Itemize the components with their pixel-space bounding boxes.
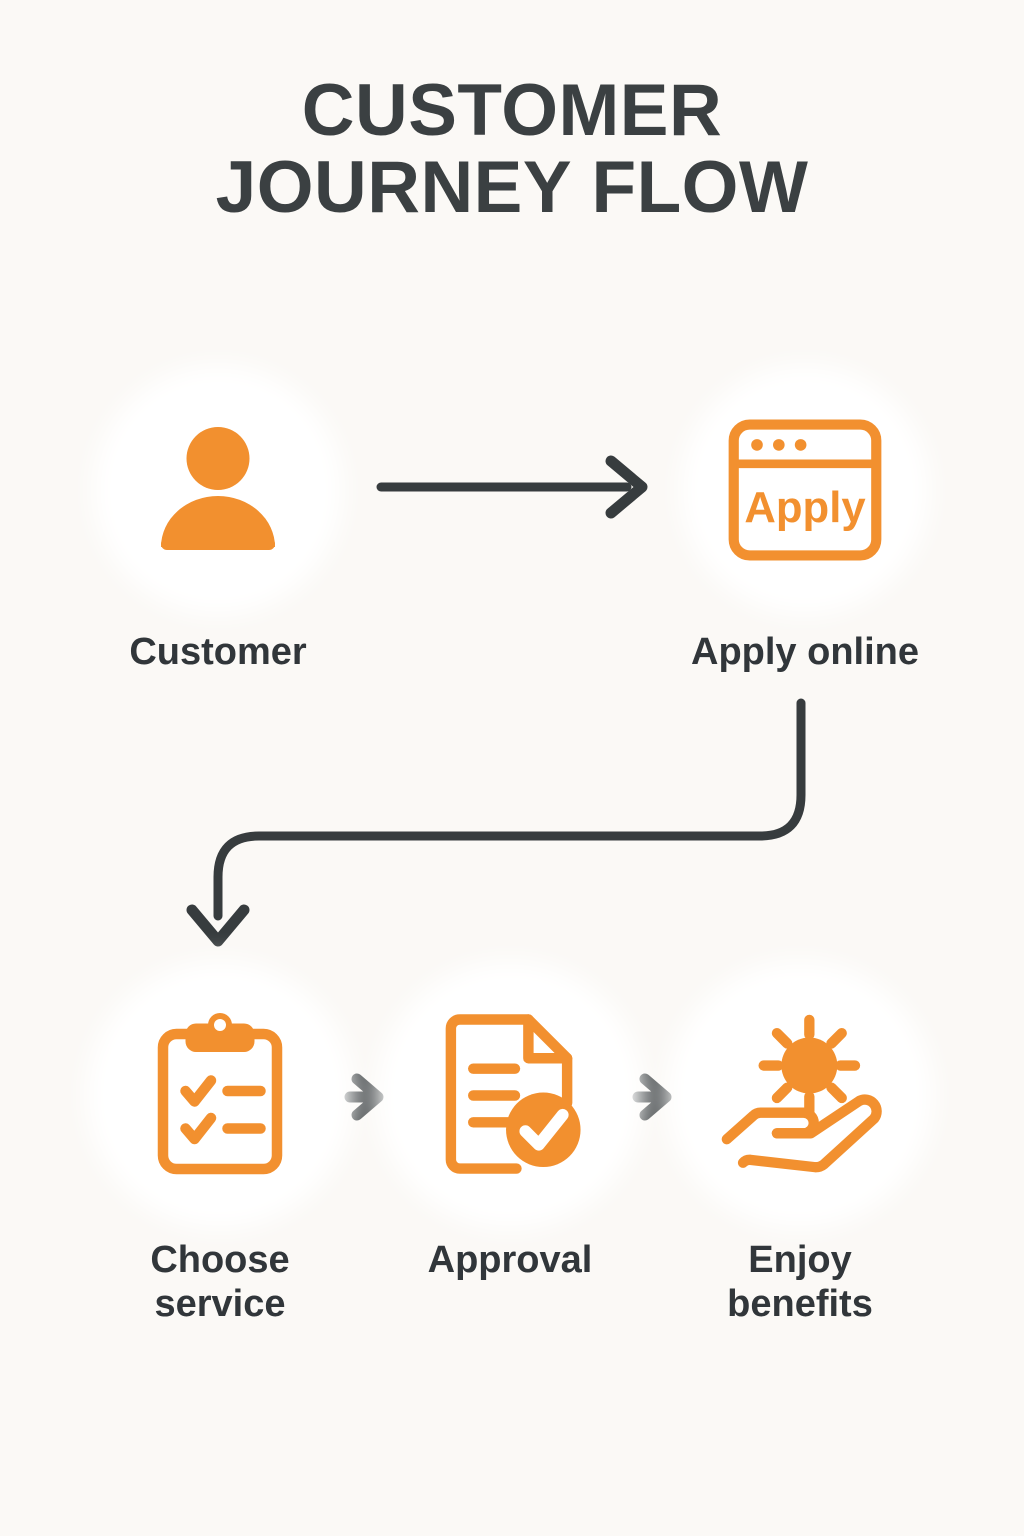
node-label-choose-service: Choose service — [150, 1239, 290, 1326]
connector-choose-to-approval — [344, 1073, 384, 1121]
node-enjoy-benefits[interactable] — [684, 979, 916, 1211]
node-approval[interactable] — [394, 979, 626, 1211]
sun-in-hand-icon — [721, 1014, 882, 1173]
elbow-path — [213, 698, 806, 921]
apply-icon-text: Apply — [744, 484, 866, 532]
node-label-apply-online: Apply online — [691, 631, 919, 673]
connector-approval-to-enjoy — [632, 1073, 672, 1121]
connector-apply-to-choose — [186, 698, 806, 947]
page-title-line-2: JOURNEY FLOW — [215, 147, 809, 229]
node-apply-online[interactable]: Apply — [698, 383, 912, 597]
arrow-head-down-icon — [186, 904, 250, 947]
node-label-approval: Approval — [427, 1239, 593, 1281]
person-icon — [161, 427, 275, 550]
small-arrow-head-right-icon — [351, 1073, 384, 1121]
document-check-icon — [445, 1013, 581, 1174]
node-label-customer: Customer — [129, 631, 307, 673]
node-choose-service[interactable] — [104, 979, 336, 1211]
browser-window-apply-icon: Apply — [728, 419, 882, 561]
clipboard-checklist-icon — [157, 1012, 283, 1174]
page-title-line-1: CUSTOMER — [301, 70, 723, 151]
node-customer[interactable] — [111, 383, 325, 597]
small-arrow-head-right-icon — [639, 1073, 672, 1121]
node-label-enjoy-benefits: Enjoy benefits — [727, 1239, 873, 1326]
arrow-head-right-icon — [605, 455, 648, 519]
connector-customer-to-apply — [376, 455, 648, 519]
page-title: CUSTOMER JOURNEY FLOW — [0, 72, 1024, 227]
